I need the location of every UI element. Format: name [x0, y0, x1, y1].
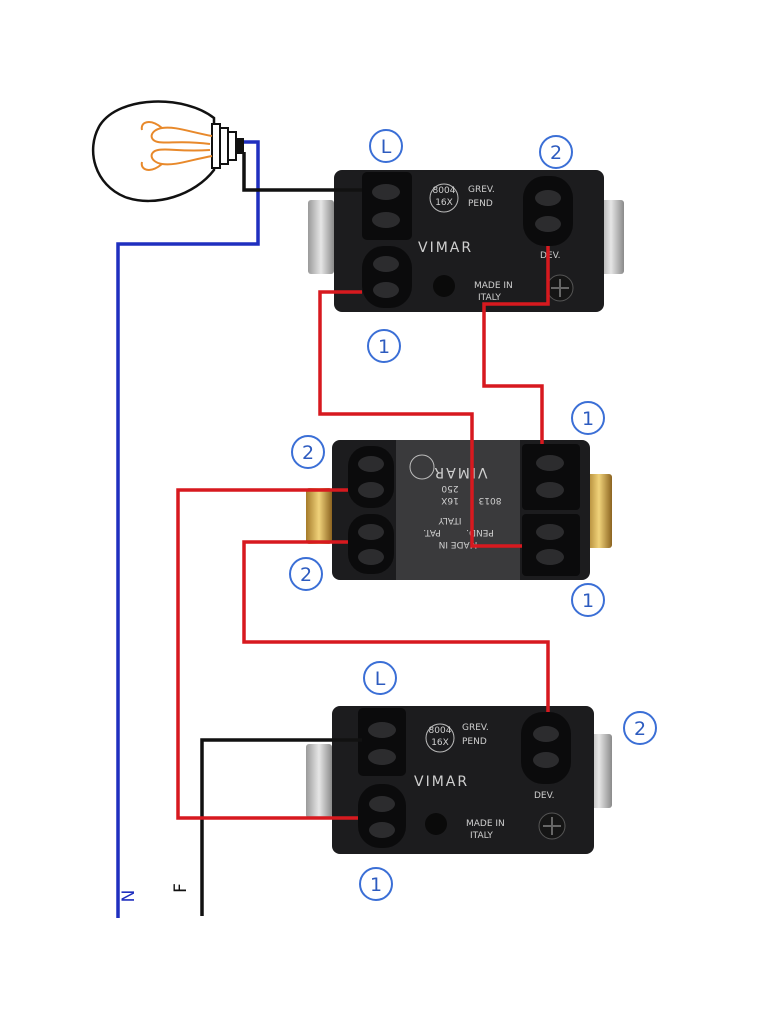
bottom-switch-rating: 8004 [429, 726, 452, 736]
svg-text:L: L [381, 136, 392, 158]
top-switch-made: MADE IN [474, 281, 513, 291]
badge-top-1: 1 [367, 329, 401, 363]
bottom-switch-terminal-l [358, 708, 406, 776]
middle-switch-terminal-1a [522, 444, 580, 510]
badge-top-l: L [369, 129, 403, 163]
badge-top-2: 2 [539, 135, 573, 169]
middle-switch-pend: PEND. [466, 527, 494, 537]
lamp-base [236, 138, 244, 154]
svg-text:2: 2 [302, 442, 314, 464]
neutral-wire [116, 140, 260, 918]
middle-switch-pat: PAT. [423, 527, 441, 537]
badge-middle-2b: 2 [289, 557, 323, 591]
top-switch-clip-right [598, 200, 624, 274]
svg-text:1: 1 [582, 408, 594, 430]
middle-switch-brand: VIMAR [432, 464, 487, 480]
bottom-switch-screw-hole [425, 813, 447, 835]
badge-bottom-l: L [363, 661, 397, 695]
top-switch-grev: GREV. [468, 185, 495, 195]
svg-text:1: 1 [370, 874, 382, 896]
traveler-top-1-to-middle [318, 290, 522, 548]
top-switch-current: 16X [435, 198, 453, 208]
top-switch-screw-hole [433, 275, 455, 297]
middle-switch-terminal-1b [522, 514, 580, 576]
middle-switch-voltage: 250 [441, 483, 458, 493]
middle-switch-clip-left [306, 488, 332, 544]
lamp [91, 100, 244, 203]
badge-bottom-1: 1 [359, 867, 393, 901]
top-switch-pend: PEND [468, 199, 493, 209]
bottom-switch-clip-left [306, 744, 332, 818]
middle-switch-italy: ITALY [438, 515, 461, 525]
svg-text:2: 2 [550, 142, 562, 164]
traveler-top-2-to-middle [482, 246, 550, 444]
top-switch-dev: DEV. [540, 251, 560, 261]
badge-middle-1a: 1 [571, 401, 605, 435]
top-switch-terminal-l [362, 172, 412, 240]
svg-text:1: 1 [582, 590, 594, 612]
bottom-switch-grev: GREV. [462, 723, 489, 733]
svg-text:1: 1 [378, 336, 390, 358]
bottom-switch-dev: DEV. [534, 791, 554, 801]
top-switch-rating: 8004 [433, 186, 456, 196]
terminal-badges: L 2 1 1 2 2 1 L [289, 129, 657, 901]
phase-wire [200, 738, 362, 916]
bottom-switch-terminal-2 [521, 712, 571, 784]
top-switch: 8004 16X GREV. PEND VIMAR MADE IN ITALY … [308, 170, 624, 312]
svg-text:2: 2 [300, 564, 312, 586]
badge-middle-1b: 1 [571, 583, 605, 617]
middle-switch-made: MADE IN [439, 539, 478, 549]
middle-switch-clip-right [586, 474, 612, 548]
top-switch-terminal-1 [362, 246, 412, 308]
middle-switch-code: 8013 [479, 495, 502, 505]
bottom-switch-current: 16X [431, 738, 449, 748]
bottom-switch-terminal-1 [358, 784, 406, 848]
bottom-switch-italy: ITALY [470, 831, 493, 841]
bottom-switch-pend: PEND [462, 737, 487, 747]
top-switch-clip-left [308, 200, 334, 274]
svg-text:2: 2 [634, 718, 646, 740]
traveler-middle-to-bottom-1 [176, 488, 358, 820]
traveler-middle-to-bottom-2 [242, 540, 550, 712]
badge-middle-2a: 2 [291, 435, 325, 469]
neutral-label: N [119, 890, 139, 903]
traveler-wires [176, 246, 550, 820]
middle-switch-terminal-2a [348, 446, 394, 508]
middle-switch: MADE IN PAT. PEND. ITALY 8013 16X 250 VI… [306, 440, 612, 580]
badge-bottom-2: 2 [623, 711, 657, 745]
top-switch-brand: VIMAR [418, 240, 473, 256]
bottom-switch-made: MADE IN [466, 819, 505, 829]
phase-label: F [171, 883, 191, 893]
lamp-filament [140, 121, 213, 171]
top-switch-italy: ITALY [478, 293, 501, 303]
bottom-switch: 8004 16X GREV. PEND VIMAR MADE IN ITALY … [306, 706, 612, 854]
middle-switch-rocker [396, 440, 520, 580]
lamp-return-wire [242, 152, 362, 192]
top-switch-terminal-2 [523, 176, 573, 246]
bottom-switch-brand: VIMAR [414, 774, 469, 790]
svg-text:L: L [375, 668, 386, 690]
middle-switch-logo [409, 454, 435, 480]
middle-switch-current: 16X [441, 495, 459, 505]
